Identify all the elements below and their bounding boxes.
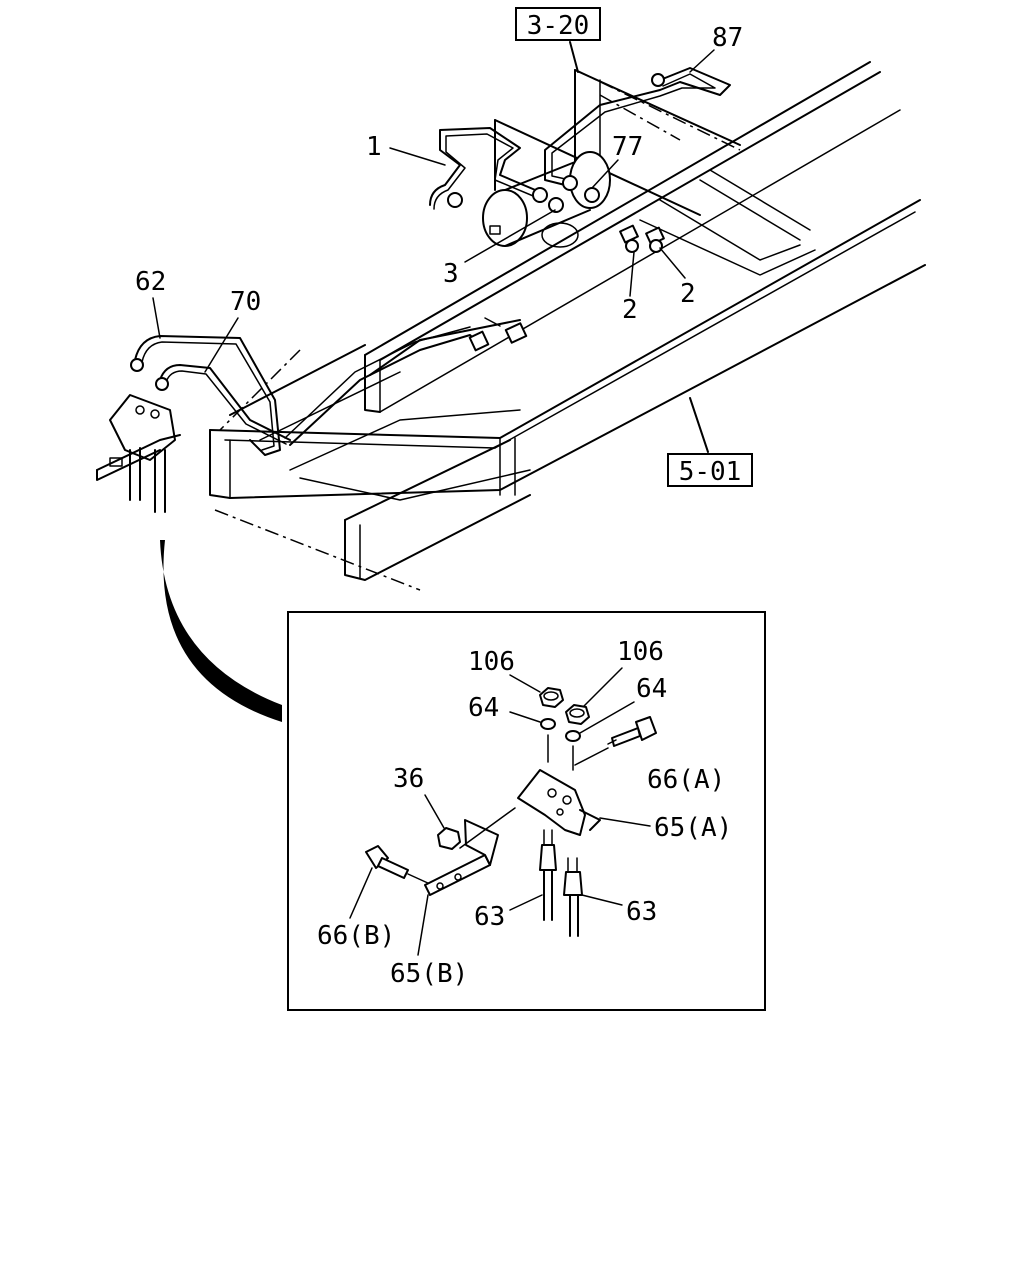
callout-63-right: 63 [626,897,657,927]
callout-77: 77 [612,132,643,162]
pipes-62-70 [130,317,528,456]
frame-rails [209,61,926,591]
detail-arrow [160,540,282,722]
callout-64-right: 64 [636,674,667,704]
bracket-overview [96,394,181,513]
fitting-nut-icon [532,187,548,203]
fitting-nut-icon [651,73,665,87]
bracket-65a-icon [517,769,586,836]
pipe-63a-icon [539,844,557,871]
callout-2-left: 2 [622,295,638,325]
nut-icon [565,704,590,725]
callout-66b: 66(B) [317,921,395,951]
callout-70: 70 [230,287,261,317]
fitting-nut-icon [584,187,600,203]
detail-view: 106 106 64 64 36 66(A) 65(A) 66(B) 65(B)… [287,611,766,1011]
callout-2-right: 2 [680,279,696,309]
callout-106-left: 106 [468,647,515,677]
connectors-2 [619,224,665,253]
washer-icon [565,730,581,742]
callout-66a: 66(A) [647,765,725,795]
ref-5-01-label: 5-01 [679,457,742,487]
overview-callouts: 1 87 77 3 2 2 62 70 [135,23,743,373]
detail-frame [287,611,766,1011]
callout-65a: 65(A) [654,813,732,843]
pipe-87 [544,67,731,213]
callout-36: 36 [393,764,424,794]
fitting-nut-icon [548,197,564,213]
ref-box-5-01[interactable]: 5-01 [667,397,753,487]
fitting-nut-icon [130,358,144,372]
fitting-nut-icon [447,192,463,208]
fitting-nut-icon [155,377,169,391]
ref-3-20-label: 3-20 [527,11,590,41]
pipe-63b-icon [563,871,583,896]
ref-box-3-20[interactable]: 3-20 [515,7,601,73]
callout-64-left: 64 [468,693,499,723]
callout-65b: 65(B) [390,959,468,989]
nut-icon [539,687,564,708]
callout-87: 87 [712,23,743,53]
fitting-nut-icon [562,175,578,191]
washer-icon [540,718,556,730]
callout-63-left: 63 [474,902,505,932]
callout-106-right: 106 [617,637,664,667]
callout-1: 1 [366,132,382,162]
callout-3: 3 [443,259,459,289]
callout-62: 62 [135,267,166,297]
nut-36-icon [437,827,461,850]
pipe-1 [429,127,548,210]
